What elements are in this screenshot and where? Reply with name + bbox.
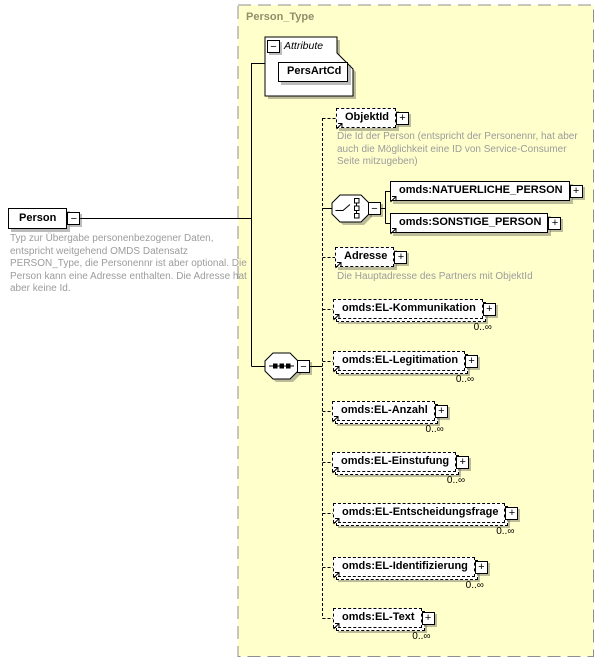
expand-icon[interactable]: + [434, 404, 448, 418]
expand-icon[interactable]: + [482, 302, 496, 316]
expand-icon[interactable]: + [474, 560, 488, 574]
connector-lines [73, 63, 390, 619]
element-el-entscheidungsfrage-box[interactable]: omds:EL-Entscheidungsfrage [333, 503, 506, 525]
element-el-entscheidungsfrage[interactable]: omds:EL-Entscheidungsfrage + 0..∞ [333, 503, 519, 537]
element-el-kommunikation-label: omds:EL-Kommunikation [342, 302, 476, 314]
type-container-box [237, 4, 594, 657]
occurrence-label: 0..∞ [412, 631, 431, 642]
reference-arrow-icon [390, 228, 397, 235]
element-el-identifizierung-box[interactable]: omds:EL-Identifizierung [333, 557, 475, 579]
element-sonstige-person-label: omds:SONSTIGE_PERSON [399, 216, 542, 228]
type-container-title: Person_Type [246, 11, 315, 23]
reference-arrow-icon [336, 123, 343, 130]
reference-arrow-icon [332, 467, 339, 474]
occurrence-label: 0..∞ [465, 580, 484, 591]
expand-icon[interactable]: + [456, 455, 470, 469]
attribute-persartcd[interactable]: PersArtCd [278, 62, 349, 82]
expand-icon[interactable]: + [569, 184, 583, 198]
element-person-box[interactable]: Person [8, 208, 68, 229]
element-el-legitimation-box[interactable]: omds:EL-Legitimation [333, 351, 466, 373]
expand-icon[interactable]: + [396, 111, 410, 125]
element-el-einstufung[interactable]: omds:EL-Einstufung + 0..∞ [332, 452, 470, 486]
element-objektid[interactable]: ObjektId + [336, 108, 410, 130]
reference-arrow-icon [333, 623, 340, 630]
element-person[interactable]: Person − [8, 208, 81, 229]
choice-compositor[interactable] [331, 194, 372, 225]
expand-icon[interactable]: + [421, 611, 435, 625]
element-el-einstufung-label: omds:EL-Einstufung [341, 455, 450, 467]
occurrence-label: 0..∞ [496, 526, 515, 537]
element-el-identifizierung-label: omds:EL-Identifizierung [342, 560, 468, 572]
element-adresse-box[interactable]: Adresse [335, 247, 395, 269]
element-el-text-label: omds:EL-Text [342, 611, 415, 623]
occurrence-label: 0..∞ [473, 322, 492, 333]
reference-arrow-icon [333, 366, 340, 373]
element-sonstige-person-box[interactable]: omds:SONSTIGE_PERSON [390, 213, 549, 235]
element-el-legitimation-label: omds:EL-Legitimation [342, 354, 459, 366]
reference-arrow-icon [333, 518, 340, 525]
expand-icon[interactable]: + [465, 354, 479, 368]
element-objektid-description: Die Id der Person (entspricht der Person… [337, 131, 578, 167]
sequence-icon [269, 363, 294, 369]
collapse-icon[interactable]: − [67, 212, 81, 225]
element-natuerliche-person[interactable]: omds:NATUERLICHE_PERSON + [390, 181, 583, 203]
attribute-collapse-icon[interactable]: − [267, 40, 280, 53]
element-adresse-label: Adresse [344, 250, 388, 262]
element-sonstige-person[interactable]: omds:SONSTIGE_PERSON + [390, 213, 562, 235]
element-el-text-box[interactable]: omds:EL-Text [333, 608, 422, 630]
element-natuerliche-person-box[interactable]: omds:NATUERLICHE_PERSON [390, 181, 570, 203]
element-adresse-description: Die Hauptadresse des Partners mit Objekt… [337, 271, 533, 282]
element-natuerliche-person-label: omds:NATUERLICHE_PERSON [399, 184, 563, 196]
element-el-kommunikation[interactable]: omds:EL-Kommunikation + 0..∞ [333, 299, 496, 333]
occurrence-label: 0..∞ [425, 424, 444, 435]
occurrence-label: 0..∞ [455, 374, 475, 385]
reference-arrow-icon [333, 314, 340, 321]
element-objektid-box[interactable]: ObjektId [336, 108, 397, 130]
element-person-description: Typ zur Übergabe personenbezogener Daten… [10, 233, 247, 294]
attribute-section-label: Attribute [284, 40, 324, 52]
attribute-persartcd-box[interactable]: PersArtCd [278, 62, 349, 82]
choice-collapse-icon[interactable]: − [368, 202, 381, 215]
element-objektid-label: ObjektId [345, 111, 390, 123]
sequence-collapse-icon[interactable]: − [297, 360, 310, 373]
reference-arrow-icon [333, 572, 340, 579]
element-el-einstufung-box[interactable]: omds:EL-Einstufung [332, 452, 457, 474]
expand-icon[interactable]: + [505, 506, 519, 520]
element-el-legitimation[interactable]: omds:EL-Legitimation + 0..∞ [333, 351, 479, 385]
element-el-anzahl-label: omds:EL-Anzahl [341, 404, 428, 416]
element-el-anzahl[interactable]: omds:EL-Anzahl + 0..∞ [332, 401, 448, 435]
element-el-kommunikation-box[interactable]: omds:EL-Kommunikation [333, 299, 483, 321]
attribute-persartcd-label: PersArtCd [287, 65, 342, 77]
element-adresse[interactable]: Adresse + [335, 247, 408, 269]
reference-arrow-icon [332, 416, 339, 423]
element-el-anzahl-box[interactable]: omds:EL-Anzahl [332, 401, 435, 423]
sequence-compositor[interactable] [264, 352, 301, 382]
element-el-text[interactable]: omds:EL-Text + 0..∞ [333, 608, 435, 642]
choice-icon [335, 198, 360, 219]
reference-arrow-icon [335, 262, 342, 269]
expand-icon[interactable]: + [394, 250, 408, 264]
element-el-identifizierung[interactable]: omds:EL-Identifizierung + 0..∞ [333, 557, 488, 591]
element-el-entscheidungsfrage-label: omds:EL-Entscheidungsfrage [342, 506, 499, 518]
element-person-label: Person [19, 211, 57, 224]
reference-arrow-icon [390, 196, 397, 203]
expand-icon[interactable]: + [548, 216, 562, 230]
occurrence-label: 0..∞ [446, 475, 466, 486]
